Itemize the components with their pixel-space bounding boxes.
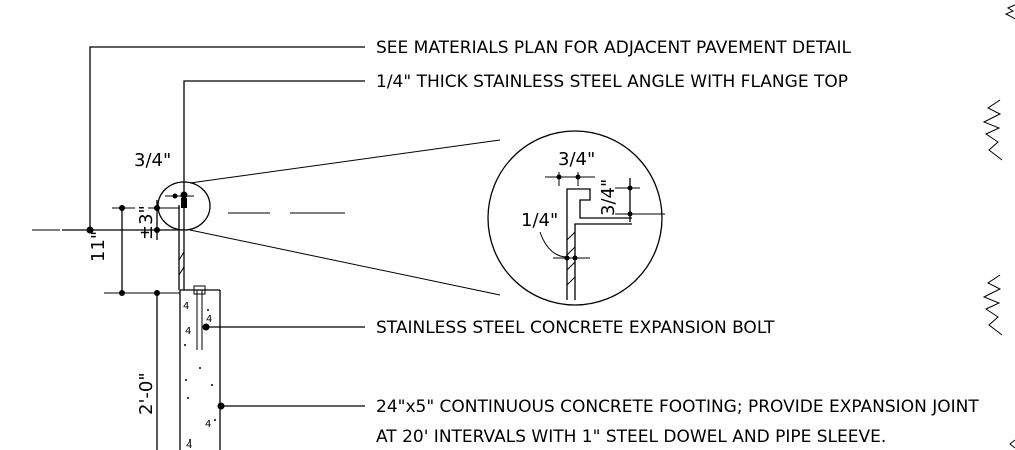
detail-dim-three-quarter-side: 3/4": [598, 179, 619, 216]
break-lines: [982, 4, 1015, 449]
hatch-mark: 4: [185, 326, 191, 337]
left-dimension-ticks: [148, 193, 194, 240]
callout-circle: [157, 139, 501, 296]
footing-note-line1: 24"x5" CONTINUOUS CONCRETE FOOTING; PROV…: [376, 397, 979, 417]
hatch-mark: 4: [186, 440, 192, 450]
dim-two-foot: 2'-0": [136, 372, 157, 415]
centerline: [32, 212, 345, 231]
bolt-note: STAINLESS STEEL CONCRETE EXPANSION BOLT: [376, 318, 775, 338]
dim-three-quarter-left: 3/4": [134, 150, 171, 171]
hatch-mark: 4: [205, 419, 211, 430]
angle-leader: [180, 80, 365, 199]
bolt-leader: [202, 323, 365, 331]
pavement-note: SEE MATERIALS PLAN FOR ADJACENT PAVEMENT…: [376, 38, 852, 58]
concrete-footing: [179, 285, 221, 450]
wall-section: [178, 198, 187, 290]
footing-leader: [217, 402, 365, 410]
pavement-leader: [86, 46, 365, 234]
hatch-mark: 4: [183, 301, 189, 312]
detail-dim-quarter: 1/4": [521, 210, 558, 231]
enlarged-detail: [487, 130, 665, 306]
eleven-inch-dimension: [104, 205, 180, 296]
detail-dim-three-quarter-top: 3/4": [558, 149, 595, 170]
hatch-mark: 4: [206, 314, 212, 325]
footing-note-line2: AT 20' INTERVALS WITH 1" STEEL DOWEL AND…: [376, 427, 886, 447]
angle-note: 1/4" THICK STAINLESS STEEL ANGLE WITH FL…: [376, 72, 848, 92]
dim-three-inch: ±3": [136, 205, 157, 240]
dim-eleven-inch: 11": [88, 231, 109, 262]
